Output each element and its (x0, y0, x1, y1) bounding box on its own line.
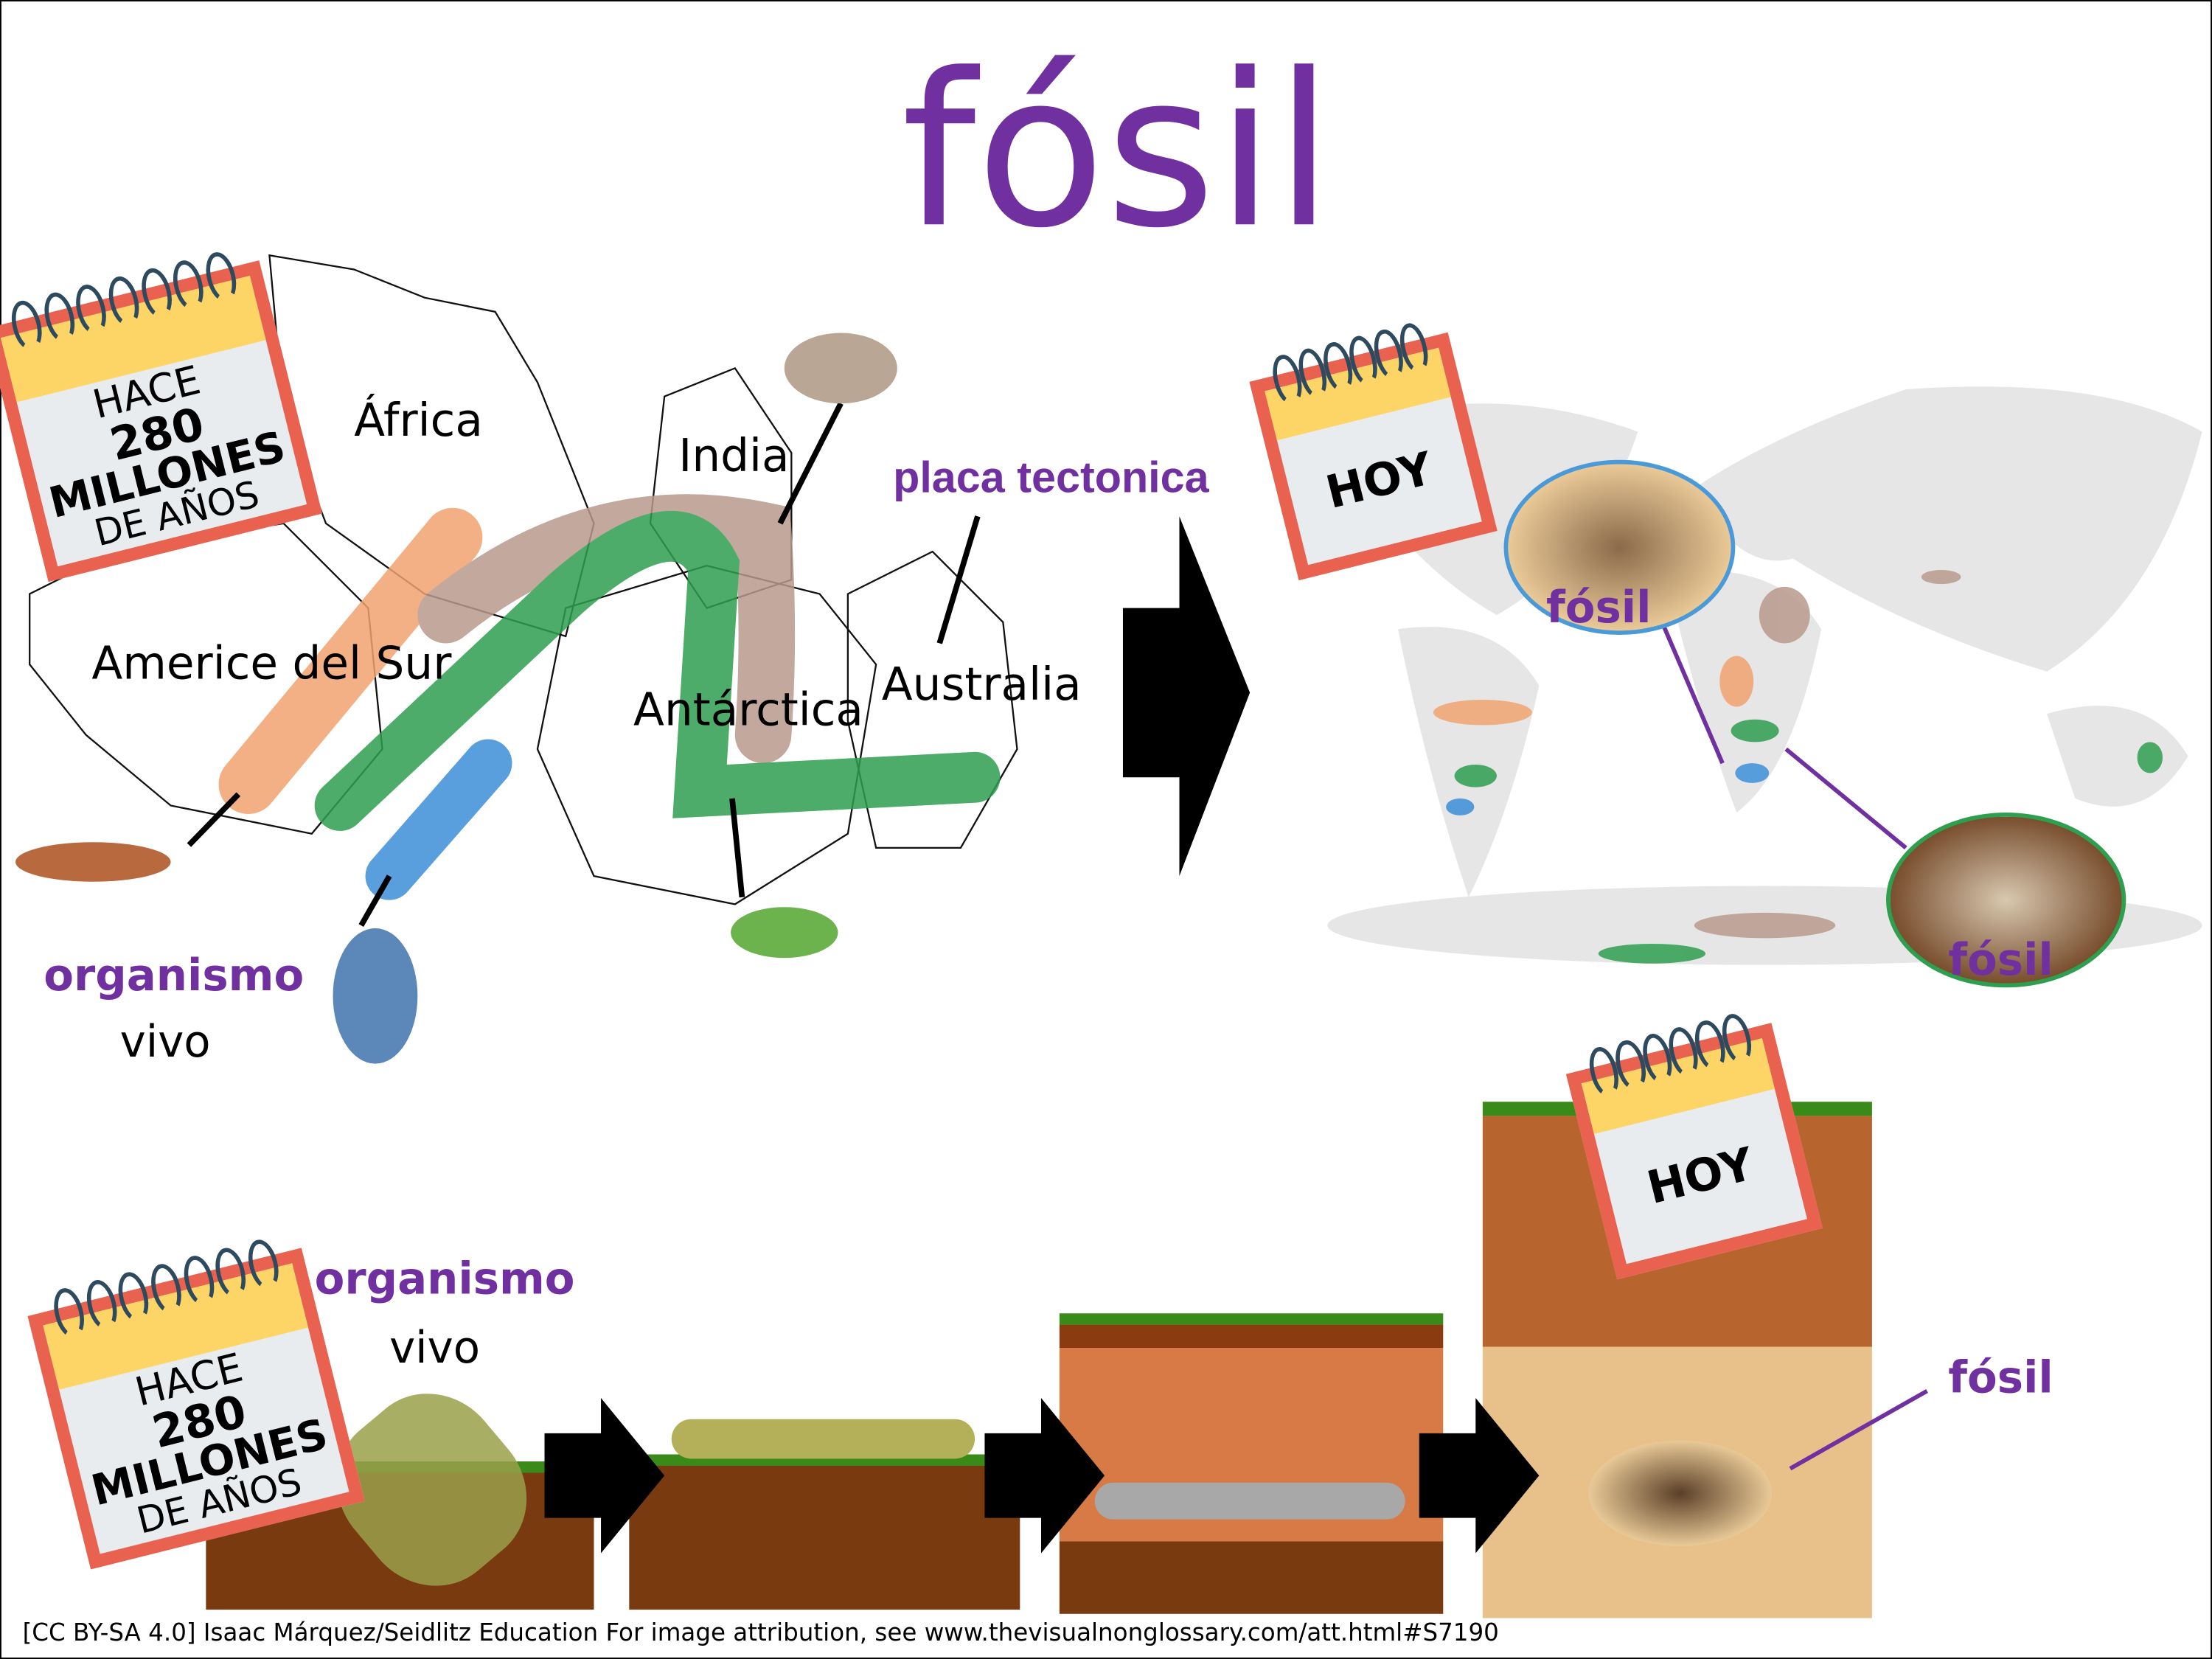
arrow (187, 792, 241, 847)
lizard-dead-icon (671, 1419, 975, 1459)
lizard-icon (15, 842, 171, 882)
label-alive: vivo (119, 1017, 211, 1068)
soil-panel-3 (1059, 1313, 1444, 1614)
label-india: India (678, 428, 790, 483)
fossil-area-brown (1921, 569, 1961, 585)
fossil-area-blue (1446, 798, 1475, 815)
blue-fossil-band (365, 739, 512, 900)
label-organism: organismo (44, 950, 305, 1002)
calendar-today-text: HOY (1642, 1137, 1759, 1216)
orange-fossil-band (218, 507, 483, 814)
calendar-today-text: HOY (1321, 442, 1439, 520)
right-arrow-icon (984, 1398, 1105, 1554)
label-alive-bottom: vivo (389, 1323, 481, 1374)
arrow (777, 402, 844, 525)
soil-panel-2 (629, 1454, 1020, 1610)
australia-outline (846, 550, 1018, 849)
page-title: fósil (901, 29, 1334, 276)
fossil-in-rock (1588, 1440, 1773, 1546)
label-antarctica: Antárctica (633, 683, 863, 737)
purple-arrow (1657, 614, 1725, 765)
label-tectonic-plate: placa tectonica (893, 453, 1209, 503)
label-fossil: fósil (1948, 1352, 2053, 1404)
fossil-area-brown (1759, 586, 1810, 644)
right-arrow-icon (1419, 1398, 1540, 1554)
fossil-area-brown (1694, 912, 1836, 939)
brown-fossil-band (417, 494, 796, 764)
fossil-area-blue (1735, 763, 1770, 783)
lizard-buried-icon (1094, 1482, 1405, 1520)
label-fossil: fósil (1545, 582, 1652, 634)
plant-icon (731, 907, 838, 959)
fossil-area-green (1731, 719, 1779, 742)
gondwana-map (15, 254, 1018, 1064)
right-arrow-icon (544, 1398, 665, 1554)
label-fossil: fósil (1948, 935, 2053, 987)
fossil-photo-lizard (1503, 459, 1736, 635)
arrow (936, 515, 981, 644)
label-organism-bottom: organismo (314, 1253, 575, 1305)
label-africa: África (354, 393, 483, 448)
fossil-area-green (2137, 742, 2163, 773)
fossil-area-orange (1433, 699, 1532, 726)
arrow (729, 798, 745, 898)
fossil-area-green (1598, 943, 1706, 964)
fossil-area-green (1454, 764, 1497, 787)
big-right-arrow-icon (1122, 516, 1251, 877)
label-australia: Australia (881, 657, 1082, 712)
reptile-icon (333, 928, 418, 1064)
mammal-icon (784, 333, 897, 404)
arrow (358, 874, 392, 928)
green-fossil-band (314, 510, 1001, 831)
attribution-footer: [CC BY-SA 4.0] Isaac Márquez/Seidlitz Ed… (22, 1619, 1499, 1648)
fossil-photo-plant (1886, 813, 2126, 988)
purple-arrow (1784, 747, 1907, 850)
fossil-area-orange (1719, 655, 1754, 707)
purple-arrow (1789, 1388, 1928, 1471)
label-south-america: Americe del Sur (91, 636, 452, 690)
